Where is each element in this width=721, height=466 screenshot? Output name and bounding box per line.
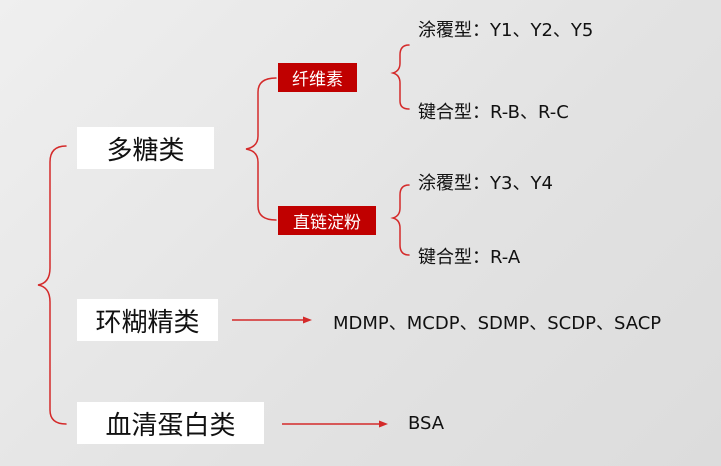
- amylose-label: 直链淀粉: [293, 213, 361, 233]
- amylose-coated-label: 涂覆型：Y3、Y4: [418, 173, 553, 194]
- amylose-box: 直链淀粉: [278, 206, 376, 235]
- serum-albumin-label: 血清蛋白类: [105, 410, 236, 441]
- cellulose-brace: [390, 44, 410, 110]
- cyclodextrin-arrowhead: [303, 316, 312, 324]
- serum-albumin-box: 血清蛋白类: [77, 402, 264, 444]
- cellulose-bonded-label: 键合型：R-B、R-C: [418, 102, 569, 123]
- cellulose-box: 纤维素: [278, 63, 357, 92]
- cyclodextrin-box: 环糊精类: [77, 299, 218, 341]
- cyclodextrin-items-label: MDMP、MCDP、SDMP、SCDP、SACP: [333, 313, 662, 334]
- main-brace: [37, 145, 67, 425]
- amylose-brace: [390, 184, 410, 256]
- cellulose-coated-label: 涂覆型：Y1、Y2、Y5: [418, 20, 594, 41]
- serum-albumin-arrowhead: [379, 420, 388, 428]
- amylose-bonded-label: 键合型：R-A: [418, 247, 521, 268]
- polysaccharide-box: 多糖类: [77, 127, 214, 169]
- polysaccharide-brace: [245, 77, 277, 221]
- polysaccharide-label: 多糖类: [106, 135, 185, 166]
- serum-albumin-items-label: BSA: [408, 413, 445, 434]
- cellulose-label: 纤维素: [292, 70, 343, 90]
- cyclodextrin-label: 环糊精类: [95, 307, 200, 338]
